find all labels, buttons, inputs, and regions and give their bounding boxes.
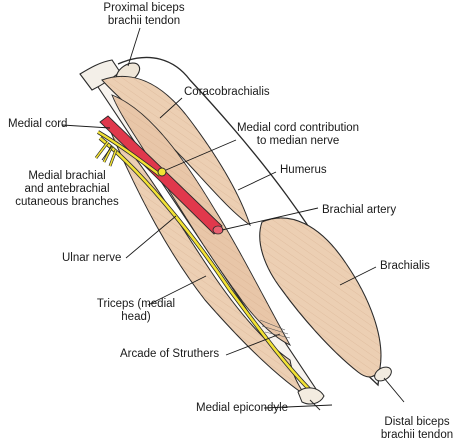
- label-line: Triceps (medial: [96, 298, 176, 310]
- label-line: brachii tendon: [380, 429, 454, 441]
- label-distal-biceps-tendon: Distal biceps brachii tendon: [376, 416, 458, 442]
- label-line: and antebrachial: [24, 183, 110, 195]
- label-medial-cord: Medial cord: [8, 118, 68, 130]
- label-line: Distal biceps: [384, 416, 450, 428]
- label-line: to median nerve: [256, 135, 340, 147]
- label-line: cutaneous branches: [15, 196, 119, 208]
- label-arcade-of-struthers: Arcade of Struthers: [120, 348, 220, 360]
- medial-epicondyle-shape: [297, 387, 325, 405]
- distal-tendon-end: [374, 366, 392, 382]
- label-medial-cord-contribution: Medial cord contribution to median nerve: [228, 122, 368, 148]
- label-triceps: Triceps (medial head): [92, 298, 180, 324]
- label-humerus: Humerus: [280, 164, 327, 176]
- label-coracobrachialis: Coracobrachialis: [184, 86, 270, 98]
- label-medial-epicondyle: Medial epicondyle: [196, 402, 289, 414]
- label-medial-brachial-branches: Medial brachial and antebrachial cutaneo…: [4, 170, 130, 209]
- medial-cord-contribution-marker: [157, 167, 167, 177]
- label-line: head): [121, 311, 151, 323]
- label-brachialis: Brachialis: [380, 260, 430, 272]
- label-proximal-biceps-tendon: Proximal biceps brachii tendon: [92, 2, 196, 28]
- label-line: Proximal biceps: [103, 2, 185, 14]
- leader-lines: [61, 27, 405, 409]
- label-line: Medial cord contribution: [236, 122, 360, 134]
- label-line: Medial brachial: [28, 170, 106, 182]
- label-brachial-artery: Brachial artery: [322, 204, 397, 216]
- label-ulnar-nerve: Ulnar nerve: [62, 252, 122, 264]
- label-line: brachii tendon: [107, 15, 181, 27]
